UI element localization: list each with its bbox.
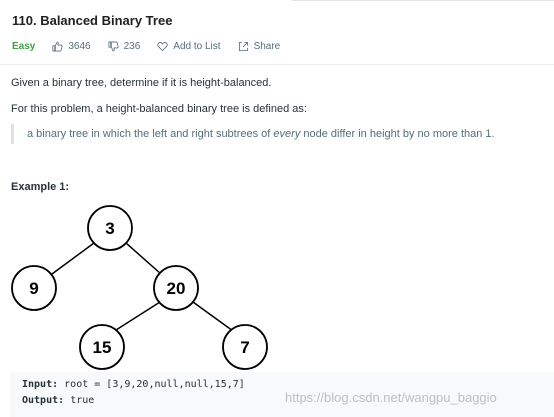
- tree-edge: [51, 242, 95, 275]
- definition-text-start: a binary tree in which the left and righ…: [27, 128, 274, 140]
- tree-edge: [125, 242, 162, 275]
- description-paragraph: Given a binary tree, determine if it is …: [11, 77, 272, 89]
- input-value: root = [3,9,20,null,null,15,7]: [64, 379, 245, 390]
- tree-edge: [192, 301, 234, 332]
- heart-icon: [157, 41, 168, 51]
- tree-node-label: 3: [105, 219, 114, 238]
- problem-title: 110. Balanced Binary Tree: [12, 13, 173, 28]
- add-to-list-label: Add to List: [173, 40, 221, 52]
- definition-text-end: node differ in height by no more than 1.: [300, 128, 495, 140]
- difficulty-badge: Easy: [12, 40, 36, 52]
- dislike-count: 236: [123, 40, 141, 52]
- share-button[interactable]: Share: [238, 40, 281, 52]
- like-button[interactable]: 3646: [52, 40, 91, 52]
- example-output-line: Output: true: [22, 395, 94, 407]
- watermark: https://blog.csdn.net/wangpu_baggio: [285, 390, 497, 405]
- tree-node-label: 20: [167, 279, 186, 298]
- input-label: Input:: [22, 379, 59, 390]
- example-code-block: Input: root = [3,9,20,null,null,15,7] Ou…: [10, 372, 554, 417]
- problem-header: 110. Balanced Binary Tree Easy 3646 236 …: [0, 0, 554, 65]
- divider: [292, 0, 554, 1]
- tree-edge: [115, 301, 161, 331]
- output-value: true: [70, 395, 95, 406]
- thumbs-up-icon: [52, 41, 63, 51]
- definition-blockquote: a binary tree in which the left and righ…: [11, 124, 514, 144]
- tree-node-label: 15: [93, 338, 112, 357]
- definition-text: a binary tree in which the left and righ…: [27, 128, 495, 141]
- share-icon: [238, 41, 248, 51]
- tree-node-label: 9: [29, 279, 38, 298]
- thumbs-down-icon: [108, 41, 119, 51]
- tree-node: 20: [153, 265, 199, 311]
- definition-emphasis: every: [273, 128, 301, 140]
- description-paragraph: For this problem, a height-balanced bina…: [11, 103, 307, 115]
- tree-node: 9: [11, 265, 57, 311]
- example-title: Example 1:: [11, 181, 70, 193]
- dislike-button[interactable]: 236: [108, 40, 141, 52]
- like-count: 3646: [68, 40, 91, 52]
- add-to-list-button[interactable]: Add to List: [157, 40, 221, 52]
- tree-node-label: 7: [240, 338, 249, 357]
- binary-tree-diagram: 3 9 20 15 7: [11, 205, 268, 370]
- tree-node: 7: [222, 324, 268, 370]
- output-label: Output:: [22, 395, 65, 406]
- tree-node: 15: [79, 324, 125, 370]
- share-label: Share: [253, 40, 281, 52]
- tree-node: 3: [87, 205, 133, 251]
- problem-meta: Easy 3646 236 Add to List Share: [12, 39, 297, 53]
- example-input-line: Input: root = [3,9,20,null,null,15,7]: [22, 379, 245, 391]
